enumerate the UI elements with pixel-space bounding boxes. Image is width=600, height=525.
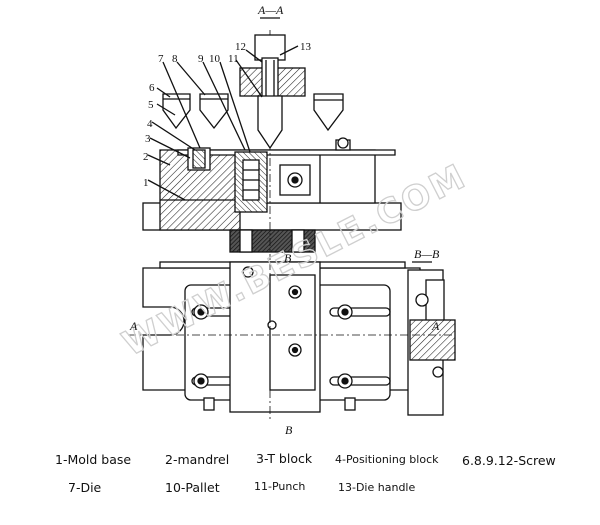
section-mark-b-bottom: B	[285, 423, 293, 437]
callout-3: 3	[145, 133, 151, 145]
legend-item-die-handle: 13-Die handle	[338, 481, 416, 494]
callout-10: 10	[209, 53, 221, 65]
legend-item-pallet: 10-Pallet	[165, 480, 220, 495]
callout-12: 12	[235, 41, 246, 53]
section-a-a-view	[142, 17, 402, 260]
section-b-b-view	[407, 261, 456, 416]
plan-view	[128, 261, 440, 420]
section-mark-a-left: A	[129, 319, 138, 333]
callout-2: 2	[143, 151, 149, 163]
section-label-aa: A—A	[257, 3, 284, 17]
callout-11: 11	[228, 53, 239, 65]
callout-6: 6	[149, 82, 155, 94]
callout-9: 9	[198, 53, 204, 65]
legend-item-die: 7-Die	[68, 480, 102, 495]
legend-item-punch: 11-Punch	[254, 480, 306, 493]
die-assembly-drawing: WWW.BESLE.COM A—A B—B A A B B 1 2 3 4 5 …	[116, 3, 475, 437]
callout-1: 1	[143, 177, 149, 189]
section-mark-a-right: A	[431, 319, 440, 333]
callout-7: 7	[158, 53, 164, 65]
legend-item-mandrel: 2-mandrel	[165, 452, 230, 467]
legend-item-mold-base: 1-Mold base	[55, 452, 132, 467]
callout-5: 5	[148, 99, 154, 111]
legend-item-positioning-block: 4-Positioning block	[335, 453, 439, 466]
callout-13: 13	[300, 41, 312, 53]
section-mark-b-top: B	[284, 251, 292, 265]
callout-4: 4	[147, 118, 153, 130]
legend-item-screws: 6.8.9.12-Screw	[462, 453, 556, 468]
callout-8: 8	[172, 53, 178, 65]
legend-item-t-block: 3-T block	[256, 451, 313, 466]
section-label-bb: B—B	[414, 247, 440, 261]
